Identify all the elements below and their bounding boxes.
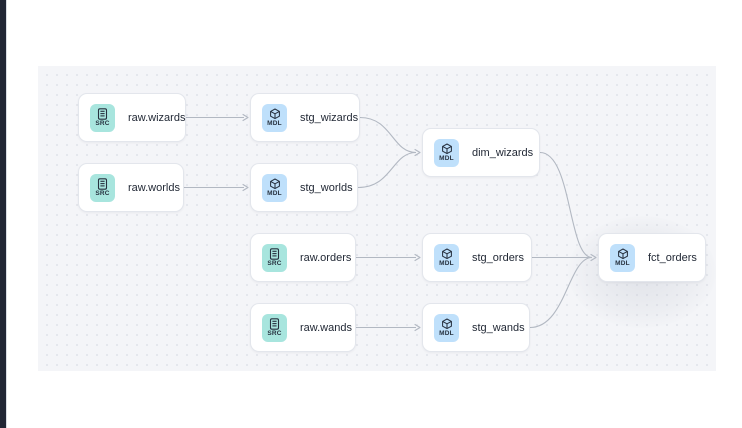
database-icon	[269, 247, 280, 260]
node-raw-orders[interactable]: SRC raw.orders	[250, 233, 356, 282]
model-badge-label: MDL	[267, 189, 282, 197]
node-label: raw.wands	[300, 321, 352, 334]
database-icon	[97, 177, 108, 190]
source-badge-label: SRC	[267, 259, 282, 267]
node-label: stg_orders	[472, 251, 524, 264]
model-badge-label: MDL	[615, 259, 630, 267]
model-badge: MDL	[262, 103, 287, 132]
database-icon	[269, 317, 280, 330]
node-dim-wizards[interactable]: MDL dim_wizards	[422, 128, 540, 177]
cube-icon	[441, 317, 453, 330]
model-badge: MDL	[262, 173, 287, 202]
node-label: fct_orders	[648, 251, 697, 264]
node-label: dim_wizards	[472, 146, 534, 159]
source-badge-label: SRC	[267, 329, 282, 337]
rail-divider	[6, 0, 7, 428]
node-stg-wands[interactable]: MDL stg_wands	[422, 303, 530, 352]
app-left-rail	[0, 0, 6, 428]
cube-icon	[441, 142, 453, 155]
node-stg-orders[interactable]: MDL stg_orders	[422, 233, 532, 282]
model-badge-label: MDL	[439, 329, 454, 337]
cube-icon	[441, 247, 453, 260]
lineage-canvas[interactable]	[38, 66, 716, 371]
source-badge-label: SRC	[95, 119, 110, 127]
node-label: raw.orders	[300, 251, 352, 264]
model-badge: MDL	[434, 243, 459, 272]
node-stg-worlds[interactable]: MDL stg_worlds	[250, 163, 358, 212]
node-label: raw.worlds	[128, 181, 180, 194]
node-raw-wizards[interactable]: SRC raw.wizards	[78, 93, 186, 142]
node-raw-worlds[interactable]: SRC raw.worlds	[78, 163, 184, 212]
model-badge: MDL	[610, 243, 635, 272]
cube-icon	[617, 247, 629, 260]
model-badge: MDL	[434, 313, 459, 342]
source-badge: SRC	[262, 243, 287, 272]
source-badge-label: SRC	[95, 189, 110, 197]
source-badge: SRC	[262, 313, 287, 342]
node-label: raw.wizards	[128, 111, 186, 124]
source-badge: SRC	[90, 103, 115, 132]
model-badge-label: MDL	[439, 259, 454, 267]
node-label: stg_wands	[472, 321, 525, 334]
cube-icon	[269, 107, 281, 120]
model-badge: MDL	[434, 138, 459, 167]
node-label: stg_wizards	[300, 111, 359, 124]
model-badge-label: MDL	[267, 119, 282, 127]
node-label: stg_worlds	[300, 181, 353, 194]
model-badge-label: MDL	[439, 154, 454, 162]
node-fct-orders[interactable]: MDL fct_orders	[598, 233, 706, 282]
cube-icon	[269, 177, 281, 190]
node-stg-wizards[interactable]: MDL stg_wizards	[250, 93, 360, 142]
node-raw-wands[interactable]: SRC raw.wands	[250, 303, 356, 352]
database-icon	[97, 107, 108, 120]
source-badge: SRC	[90, 173, 115, 202]
